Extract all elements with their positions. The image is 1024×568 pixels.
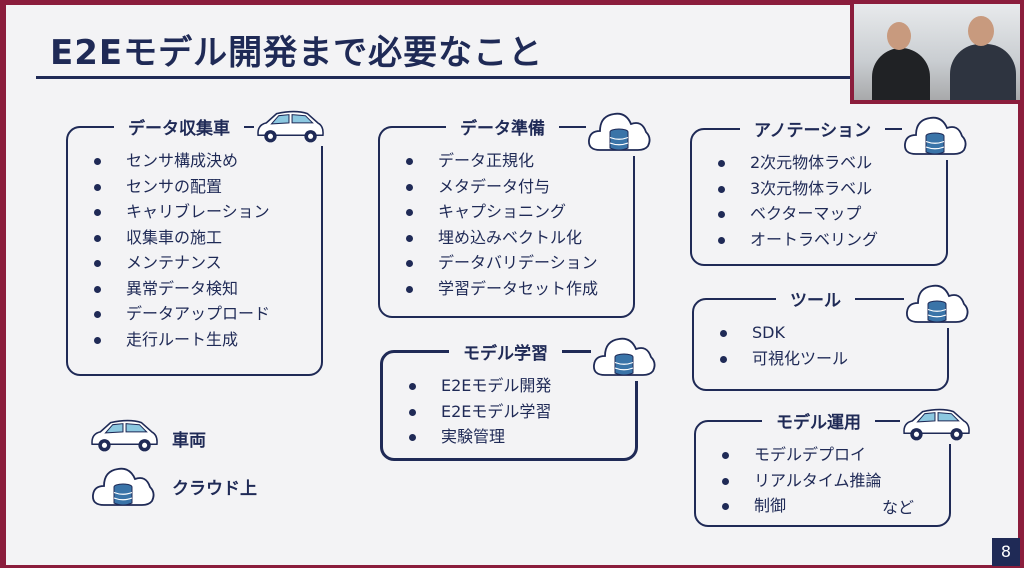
presenter-left	[872, 48, 930, 100]
page-number: 8	[992, 538, 1020, 566]
list-item: データ正規化	[402, 148, 598, 174]
webcam-overlay	[850, 0, 1024, 104]
legend-cloud-label: クラウド上	[172, 479, 257, 499]
list-item: ベクターマップ	[714, 201, 878, 227]
list-item: 2次元物体ラベル	[714, 150, 878, 176]
section-title: データ準備	[446, 114, 559, 139]
list-item: キャプショニング	[402, 199, 598, 225]
list-item: 3次元物体ラベル	[714, 176, 878, 202]
list-item: 実験管理	[405, 424, 551, 450]
presenter-right-head	[968, 16, 994, 46]
presenter-left-head	[887, 22, 911, 50]
list-item: リアルタイム推論	[718, 468, 882, 494]
list-item: 制御	[718, 493, 882, 519]
list-item: SDK	[716, 320, 848, 346]
section-data-preparation: データ準備 データ正規化メタデータ付与キャプショニング埋め込みベクトル化データバ…	[378, 106, 652, 318]
section-title: ツール	[776, 286, 855, 311]
list-item: 学習データセット作成	[402, 276, 598, 302]
list-item: データバリデーション	[402, 250, 598, 276]
list-item: メンテナンス	[90, 250, 270, 276]
section-title: モデル学習	[449, 339, 562, 364]
legend-car-icon	[88, 417, 160, 455]
cloud-database-icon	[902, 110, 968, 160]
list-item: 可視化ツール	[716, 346, 848, 372]
section-data-collection: データ収集車 センサ構成決めセンサの配置キャリブレーション収集車の施工メンテナン…	[66, 108, 326, 376]
list-item: メタデータ付与	[402, 174, 598, 200]
slide-title: E2Eモデル開発まで必要なこと	[50, 33, 544, 73]
list-item: 異常データ検知	[90, 276, 270, 302]
etc-label: など	[882, 498, 915, 517]
cloud-database-icon	[591, 331, 657, 381]
section-model-operation: モデル運用 モデルデプロイリアルタイム推論制御 など	[694, 406, 972, 527]
car-icon	[254, 108, 326, 146]
car-icon	[900, 406, 972, 444]
list-item: オートラベリング	[714, 227, 878, 253]
section-title: アノテーション	[740, 116, 886, 141]
list-item: E2Eモデル学習	[405, 399, 551, 425]
list-item: センサ構成決め	[90, 148, 270, 174]
section-title: データ収集車	[114, 114, 244, 139]
list-item: 走行ルート生成	[90, 327, 270, 353]
title-divider	[36, 76, 856, 79]
list-item: モデルデプロイ	[718, 442, 882, 468]
webcam-video	[854, 4, 1020, 100]
presenter-right	[950, 44, 1016, 100]
list-item: 収集車の施工	[90, 225, 270, 251]
section-title: モデル運用	[762, 408, 875, 433]
list-item: データアップロード	[90, 301, 270, 327]
list-item: E2Eモデル開発	[405, 373, 551, 399]
legend-vehicle-label: 車両	[172, 431, 206, 451]
legend-cloud-icon	[90, 461, 156, 511]
list-item: キャリブレーション	[90, 199, 270, 225]
cloud-database-icon	[904, 278, 970, 328]
list-item: センサの配置	[90, 174, 270, 200]
slide: E2Eモデル開発まで必要なこと データ収集車 センサ構成決めセンサの配置キャリブ…	[6, 5, 1018, 565]
list-item: 埋め込みベクトル化	[402, 225, 598, 251]
cloud-database-icon	[586, 106, 652, 156]
